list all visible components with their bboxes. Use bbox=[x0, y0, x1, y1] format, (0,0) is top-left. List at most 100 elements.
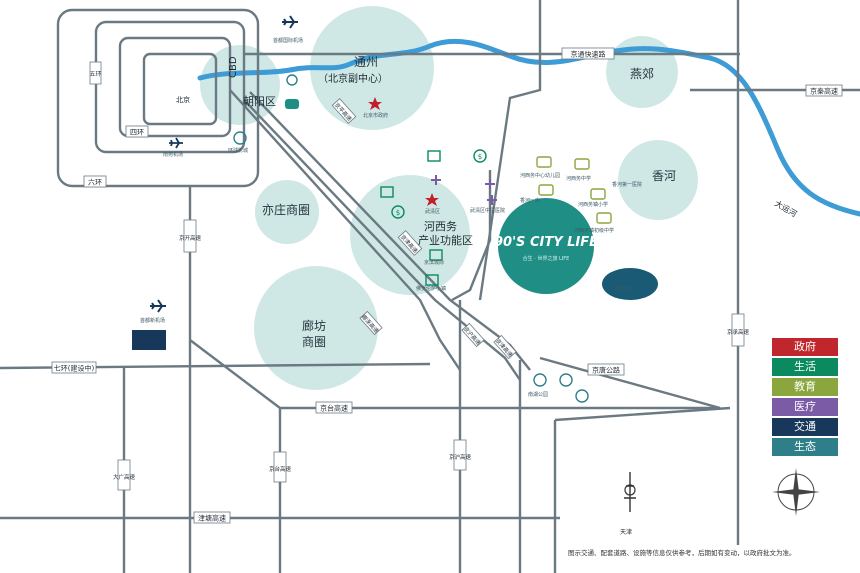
label-school-1: 河西务中心幼儿园 bbox=[520, 172, 560, 179]
disclaimer-note: 图示交通、配套道路、设施等信息仅供参考，后期如有变动，以政府批文为准。 bbox=[568, 549, 796, 557]
school-icon bbox=[596, 212, 612, 224]
label-daguang: 大广高速 bbox=[113, 473, 136, 481]
label-school-2: 河西务中学 bbox=[566, 175, 591, 182]
park-icon bbox=[285, 99, 299, 109]
shopping-icon bbox=[425, 274, 439, 286]
label-nanyuan-airport: 南苑机场 bbox=[163, 151, 183, 158]
star-icon bbox=[368, 97, 382, 110]
label-hexiwu: 河西务 bbox=[424, 220, 457, 233]
legend: 政府 生活 教育 医疗 交通 生态 bbox=[772, 338, 838, 458]
shopping-icon bbox=[427, 150, 441, 162]
label-xianghe: 香河 bbox=[652, 169, 676, 183]
legend-transport: 交通 bbox=[772, 418, 838, 436]
road-ring-3 bbox=[142, 52, 218, 126]
legend-medical: 医疗 bbox=[772, 398, 838, 416]
label-yizhuang: 亦庄商圈 bbox=[262, 202, 310, 217]
tower-icon bbox=[624, 472, 636, 512]
label-cbd: CBD bbox=[228, 56, 239, 78]
label-dayunhe: 大运河 bbox=[773, 198, 799, 219]
project-subtitle: 合生 · 世界之旅 LIFE bbox=[523, 255, 570, 262]
road-se-diag bbox=[554, 406, 731, 422]
label-chaoyang: 朝阳区 bbox=[243, 95, 276, 108]
road-ring-4 bbox=[118, 36, 232, 138]
legend-life: 生活 bbox=[772, 358, 838, 376]
zone-layer bbox=[200, 6, 698, 390]
park-icon bbox=[559, 373, 573, 387]
label-yanjiao: 燕郊 bbox=[630, 67, 654, 81]
label-wuqing-gov: 武清区 bbox=[425, 208, 440, 215]
road-jingjin-3 bbox=[249, 91, 531, 371]
label-jingqin: 京秦高速 bbox=[810, 87, 838, 96]
legend-ecology: 生态 bbox=[772, 438, 838, 456]
label-daxing-airport: 首都新机场 bbox=[140, 317, 165, 324]
airplane-icon bbox=[282, 15, 298, 29]
label-ring6: 六环 bbox=[88, 178, 102, 187]
svg-text:$: $ bbox=[396, 209, 400, 217]
label-jingtong: 京通快速路 bbox=[571, 50, 606, 59]
label-jingtai-v: 京台高速 bbox=[269, 465, 292, 473]
school-icon bbox=[536, 156, 552, 168]
legend-education: 教育 bbox=[772, 378, 838, 396]
project-title: 90'S CITY LIFE bbox=[494, 235, 598, 250]
label-langfang-sub: 商圈 bbox=[302, 334, 326, 349]
label-tongzhou: 通州 bbox=[354, 55, 378, 69]
compass-icon bbox=[772, 468, 820, 516]
label-beijing: 北京 bbox=[176, 95, 190, 104]
label-jingtang: 京唐公路 bbox=[592, 366, 620, 375]
road-project-link bbox=[451, 170, 492, 302]
label-lake: 北运河 bbox=[614, 285, 629, 292]
label-tongzhou-gov: 北京市政府 bbox=[363, 112, 388, 119]
label-qihuan: 七环(建设中) bbox=[54, 364, 95, 373]
road-ring-6 bbox=[56, 8, 260, 188]
road-langfang-diag bbox=[189, 339, 281, 409]
park-icon bbox=[233, 131, 247, 145]
label-xianghe-hospital: 香河第一医院 bbox=[612, 181, 642, 188]
label-ring5: 五环 bbox=[89, 71, 101, 78]
star-icon bbox=[425, 193, 439, 206]
svg-text:$: $ bbox=[478, 153, 482, 161]
river-chaobai bbox=[197, 38, 860, 217]
park-icon bbox=[575, 389, 589, 403]
label-capital-airport: 首都国际机场 bbox=[273, 37, 303, 44]
label-global-resort: 环球影城 bbox=[228, 147, 248, 154]
poi-layer: 首都国际机场 南苑机场 首都新机场 北京市政府 武清区 $ $ bbox=[132, 15, 642, 512]
zone-langfang bbox=[254, 266, 378, 390]
airplane-icon bbox=[150, 299, 166, 313]
label-jinghu-tang: 津塘高速 bbox=[198, 514, 226, 523]
label-outlets: 佛罗伦萨小镇 bbox=[416, 285, 446, 292]
label-jingtai: 京台高速 bbox=[320, 404, 348, 413]
airplane-icon bbox=[169, 137, 183, 149]
shopping-icon: $ bbox=[473, 149, 487, 163]
label-wuqing-hospital: 武清区中医医院 bbox=[470, 207, 505, 214]
label-hexiwu-sub: 产业功能区 bbox=[418, 233, 473, 247]
zone-project bbox=[498, 198, 594, 294]
road-labels: 京通快速路 京秦高速 七环(建设中) 京台高速 津塘高速 京唐公路 六环 四环 … bbox=[51, 47, 843, 524]
label-jinghu-v: 京沪高速 bbox=[449, 453, 472, 461]
label-jingcheng: 京承高速 bbox=[727, 328, 750, 336]
label-nanhu: 南湖公园 bbox=[528, 391, 548, 398]
zone-xianghe bbox=[618, 140, 698, 220]
shopping-icon bbox=[429, 249, 443, 261]
hospital-icon bbox=[431, 175, 441, 185]
label-school-4: 河西务镇小学 bbox=[578, 201, 608, 208]
road-ring-5 bbox=[94, 20, 246, 154]
label-jingbin: 京滨城际 bbox=[424, 259, 444, 266]
school-icon bbox=[590, 188, 606, 200]
shopping-icon bbox=[380, 186, 394, 198]
label-school-5: 河西务镇初级中学 bbox=[574, 227, 614, 234]
road-jingjin-expressway bbox=[229, 89, 461, 371]
road-jingtang bbox=[539, 356, 721, 410]
park-icon bbox=[533, 373, 547, 387]
label-jingkai: 京开高速 bbox=[179, 234, 202, 242]
label-tongzhou-sub: （北京副中心） bbox=[318, 72, 388, 85]
legend-government: 政府 bbox=[772, 338, 838, 356]
shopping-icon: $ bbox=[391, 205, 405, 219]
hospital-icon bbox=[487, 195, 497, 205]
school-icon bbox=[538, 184, 554, 196]
project-badge[interactable]: 90'S CITY LIFE 合生 · 世界之旅 LIFE bbox=[494, 235, 598, 262]
label-langfang: 廊坊 bbox=[302, 318, 326, 333]
school-icon bbox=[574, 158, 590, 170]
park-icon bbox=[286, 74, 298, 86]
label-school-3: 香河一中 bbox=[520, 197, 540, 204]
